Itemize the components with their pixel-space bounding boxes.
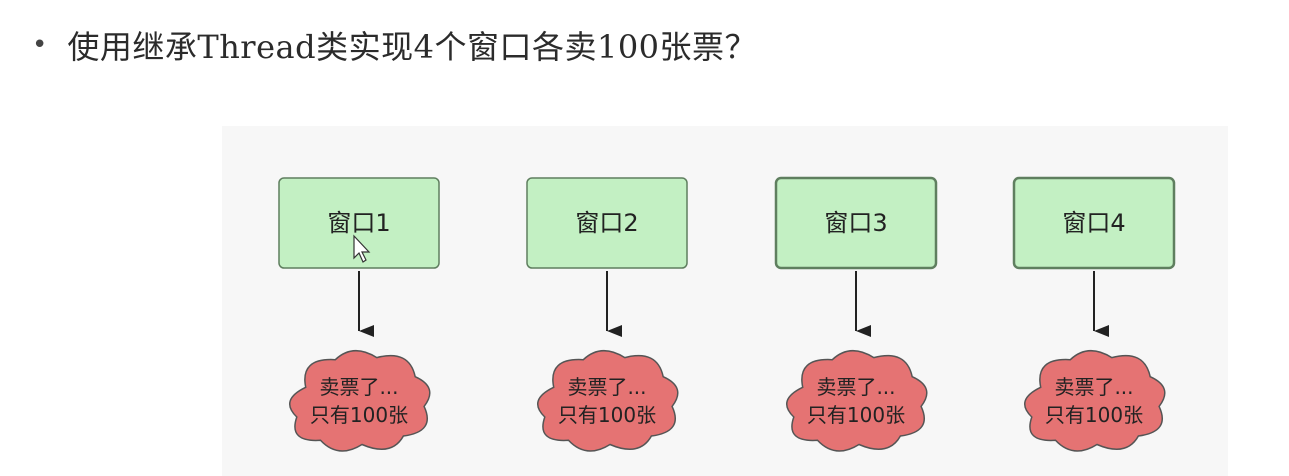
window-box-2 [526,177,688,269]
window-node-3: 窗口3 卖票了... 只有100张 [774,176,938,452]
window-label-2: 窗口2 [575,209,638,237]
window-box-3 [774,176,938,270]
window-label-4: 窗口4 [1062,209,1125,237]
window-label-3: 窗口3 [824,209,887,237]
window-box-4 [1012,176,1176,270]
ticket-cloud-2 [537,349,679,452]
ticket-cloud-3 [786,349,928,452]
cloud-line2-4: 只有100张 [1045,403,1143,427]
window-node-1: 窗口1 卖票了... 只有100张 [278,177,440,452]
cloud-line2-3: 只有100张 [807,403,905,427]
window-node-2: 窗口2 卖票了... 只有100张 [526,177,688,452]
diagram-panel: 窗口1 卖票了... 只有100张 窗口2 卖票了... 只有100张 窗口3 卖票了... 只… [222,126,1228,476]
window-ticket-diagram: 窗口1 卖票了... 只有100张 窗口2 卖票了... 只有100张 窗口3 卖票了... 只… [278,176,1176,452]
ticket-cloud-1 [289,349,431,452]
ticket-cloud-4 [1024,349,1166,452]
window-label-1: 窗口1 [327,209,390,237]
cloud-line1-2: 卖票了... [567,375,646,399]
question-heading: • 使用继承Thread类实现4个窗口各卖100张票？ [32,22,757,68]
window-node-4: 窗口4 卖票了... 只有100张 [1012,176,1176,452]
question-text: 使用继承Thread类实现4个窗口各卖100张票？ [67,28,758,66]
cloud-line2-2: 只有100张 [558,403,656,427]
bullet-icon: • [32,30,48,60]
window-box-1 [278,177,440,269]
mouse-cursor-icon [353,234,371,263]
cloud-line2-1: 只有100张 [310,403,408,427]
cloud-line1-4: 卖票了... [1054,375,1133,399]
cloud-line1-1: 卖票了... [319,375,398,399]
cloud-line1-3: 卖票了... [816,375,895,399]
